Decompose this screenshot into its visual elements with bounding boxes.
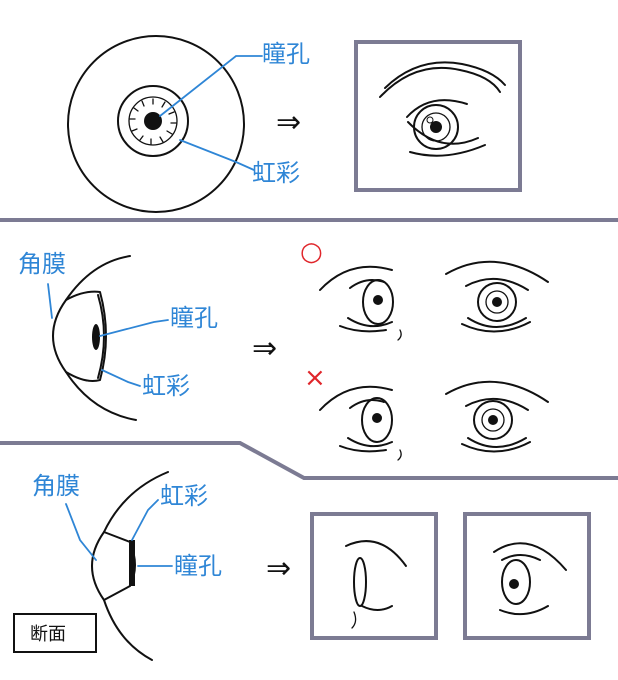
side-eye-frame-right: [465, 514, 589, 638]
pupil-leader-line: [160, 56, 262, 116]
label-pupil-side: 瞳孔: [170, 304, 218, 332]
label-iris: 虹彩: [252, 159, 300, 187]
arrow-symbol: ⇒: [276, 105, 301, 140]
cornea-leader-line-section: [66, 504, 96, 560]
iris-leader-line-side: [102, 370, 140, 386]
cornea-leader-line: [48, 284, 52, 318]
panel-front-view: 瞳孔 虹彩 ⇒: [68, 36, 520, 212]
section-divider-2: [0, 443, 618, 478]
label-pupil-section: 瞳孔: [174, 552, 222, 580]
arrow-symbol-side: ⇒: [252, 331, 277, 366]
example-eye-correct-left: [320, 267, 401, 340]
iris-leader-line: [180, 140, 254, 170]
side-eye-frame-left: [312, 514, 436, 638]
label-pupil: 瞳孔: [262, 40, 310, 68]
label-iris-section: 虹彩: [160, 482, 208, 510]
pupil-profile: [92, 324, 100, 350]
pupil-leader-line-side: [100, 320, 168, 336]
panel-cross-section: 角膜 虹彩 瞳孔 ⇒ 断面: [14, 472, 589, 660]
example-eye-incorrect-left: [320, 387, 401, 460]
eyeball-profile: [66, 256, 136, 420]
correct-mark: ○: [300, 237, 323, 267]
iris-section: [129, 540, 135, 586]
arrow-symbol-section: ⇒: [266, 551, 291, 586]
front-eye-frame: [356, 42, 520, 190]
label-iris-side: 虹彩: [142, 372, 190, 400]
cornea-section: [92, 532, 135, 600]
panel-side-view: 角膜 瞳孔 虹彩 ⇒ ○ ×: [18, 237, 548, 460]
label-cornea-section: 角膜: [32, 472, 80, 500]
example-eye-incorrect-right: [446, 382, 548, 452]
incorrect-mark: ×: [304, 363, 326, 393]
label-cornea: 角膜: [18, 250, 66, 278]
example-eye-correct-right: [446, 262, 548, 332]
iris-leader-line-section: [132, 500, 158, 540]
pupil: [144, 112, 162, 130]
section-caption: 断面: [30, 624, 66, 645]
